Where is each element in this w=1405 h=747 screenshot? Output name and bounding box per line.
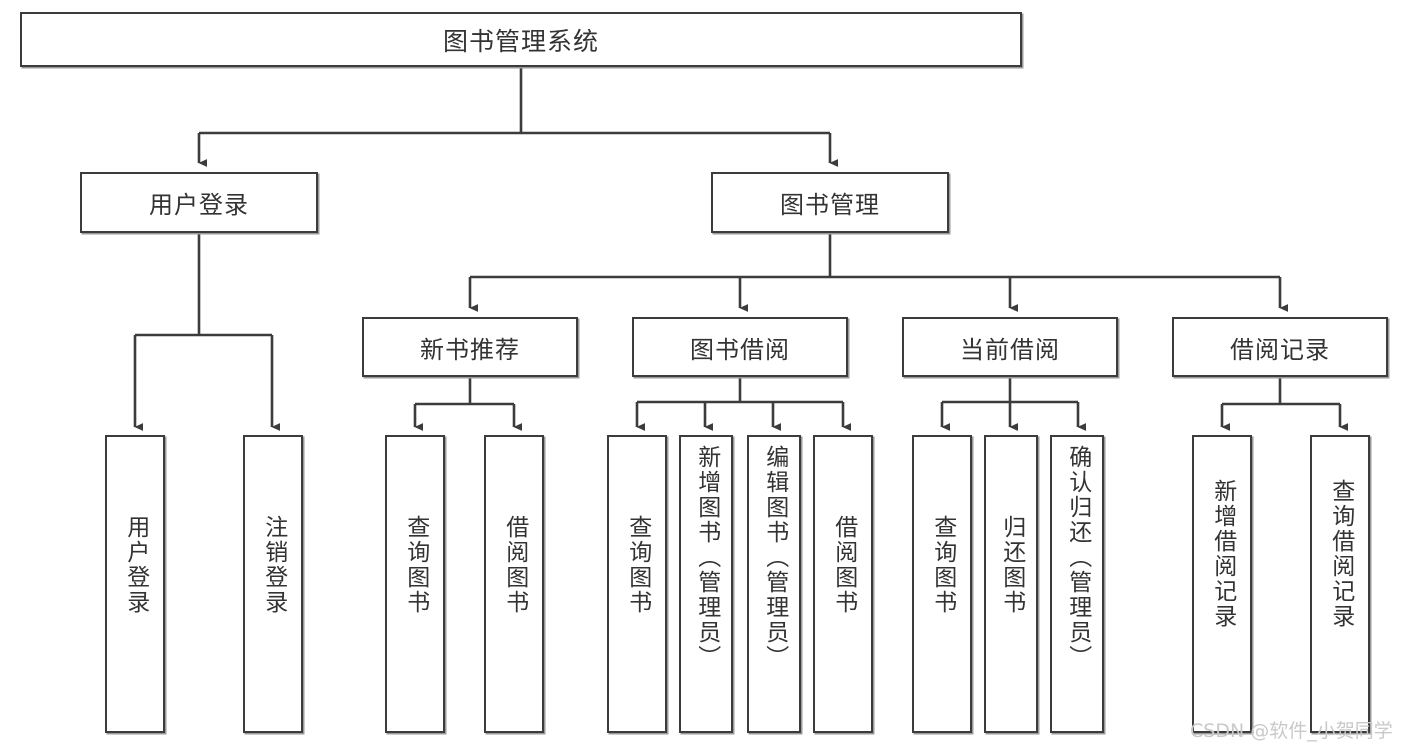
leaf-label: 查询图书 [929, 515, 956, 615]
leaf-label: 借阅图书 [830, 515, 857, 615]
leaf-label: 借阅图书 [501, 515, 528, 615]
leaf-edit-book-admin[interactable]: 编辑图书（管理员） [747, 435, 801, 733]
node-label: 图书借阅 [690, 335, 790, 364]
node-label: 用户登录 [149, 191, 249, 219]
leaf-borrow-book-recommend[interactable]: 借阅图书 [484, 435, 544, 733]
node-user-login[interactable]: 用户登录 [80, 172, 318, 233]
leaf-query-book-current[interactable]: 查询图书 [912, 435, 972, 733]
leaf-label: 查询图书 [624, 515, 651, 615]
leaf-label: 编辑图书（管理员） [761, 445, 788, 670]
node-label: 图书管理 [780, 191, 880, 219]
leaf-add-borrow-record[interactable]: 新增借阅记录 [1192, 435, 1252, 733]
leaf-user-login[interactable]: 用户登录 [105, 435, 165, 733]
leaf-return-book[interactable]: 归还图书 [984, 435, 1038, 733]
leaf-label: 确认归还（管理员） [1064, 445, 1091, 670]
leaf-label: 注销登录 [260, 515, 287, 615]
leaf-query-borrow-record[interactable]: 查询借阅记录 [1310, 435, 1370, 733]
csdn-watermark: CSDN @软件_小贺同学 [1190, 720, 1393, 742]
leaf-label: 归还图书 [998, 515, 1025, 615]
leaf-label: 查询图书 [402, 515, 429, 615]
node-label: 新书推荐 [420, 335, 520, 364]
leaf-logout[interactable]: 注销登录 [243, 435, 303, 733]
leaf-label: 查询借阅记录 [1327, 479, 1354, 629]
node-root-book-management-system[interactable]: 图书管理系统 [20, 12, 1022, 67]
leaf-label: 用户登录 [122, 515, 149, 615]
node-label: 借阅记录 [1230, 335, 1330, 364]
leaf-label: 新增借阅记录 [1209, 479, 1236, 629]
node-book-borrow[interactable]: 图书借阅 [632, 317, 848, 377]
node-label: 当前借阅 [960, 335, 1060, 364]
leaf-query-book-borrow[interactable]: 查询图书 [607, 435, 667, 733]
leaf-query-book-recommend[interactable]: 查询图书 [385, 435, 445, 733]
node-book-management[interactable]: 图书管理 [711, 172, 949, 233]
leaf-confirm-return-admin[interactable]: 确认归还（管理员） [1050, 435, 1104, 733]
node-new-book-recommend[interactable]: 新书推荐 [362, 317, 578, 377]
node-label: 图书管理系统 [442, 26, 599, 56]
leaf-add-book-admin[interactable]: 新增图书（管理员） [679, 435, 733, 733]
node-current-borrow[interactable]: 当前借阅 [902, 317, 1118, 377]
leaf-label: 新增图书（管理员） [693, 445, 720, 670]
leaf-borrow-book-borrow[interactable]: 借阅图书 [813, 435, 873, 733]
node-borrow-record[interactable]: 借阅记录 [1172, 317, 1388, 377]
